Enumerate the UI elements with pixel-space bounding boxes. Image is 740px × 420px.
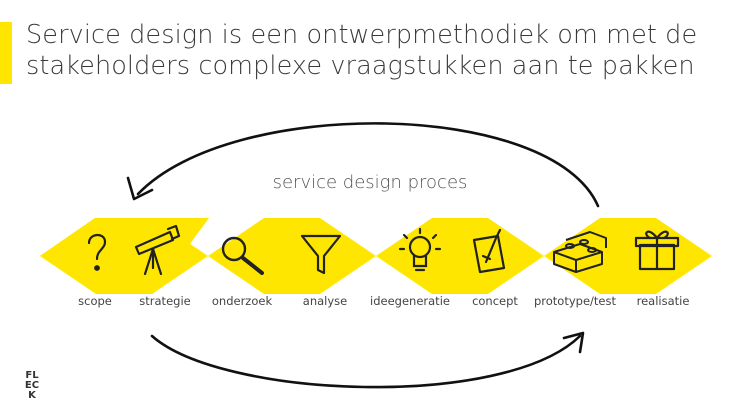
- telescope-icon: [134, 224, 181, 276]
- question-mark-icon: [87, 233, 107, 271]
- top-return-arrow: [136, 122, 600, 208]
- step-label-ideegeneratie: ideegeneratie: [370, 294, 450, 308]
- bottom-forward-arrow: [150, 334, 582, 389]
- step-label-analyse: analyse: [302, 294, 348, 308]
- funnel-icon: [300, 234, 342, 275]
- step-label-strategie: strategie: [139, 294, 191, 308]
- stage-diamond-3: [208, 218, 376, 294]
- gift-icon: [634, 230, 680, 271]
- lightbulb-icon: [398, 227, 442, 272]
- title-line-1: Service design is een ontwerpmethodiek o…: [26, 20, 698, 50]
- sketch-pencil-icon: [472, 228, 506, 274]
- magnifier-icon: [221, 236, 264, 275]
- step-label-realisatie: realisatie: [636, 294, 690, 308]
- title-line-2: stakeholders complexe vraagstukken aan t…: [26, 51, 695, 81]
- fleck-logo: FL EC K: [24, 370, 40, 401]
- building-blocks-icon: [553, 231, 607, 273]
- step-label-scope: scope: [78, 294, 112, 308]
- stage-diamond-5: [544, 218, 712, 294]
- title-accent-bar: [0, 22, 12, 84]
- stage-diamond-4: [376, 218, 544, 294]
- process-label: service design proces: [272, 172, 468, 193]
- step-label-concept: concept: [472, 294, 518, 308]
- step-label-prototype-test: prototype/test: [533, 294, 617, 308]
- page-title: Service design is een ontwerpmethodiek o…: [26, 20, 726, 82]
- bottom-arrowhead: [562, 331, 585, 354]
- top-arrowhead: [126, 176, 154, 201]
- step-label-onderzoek: onderzoek: [211, 294, 273, 308]
- stage-diamond-2: [40, 218, 208, 294]
